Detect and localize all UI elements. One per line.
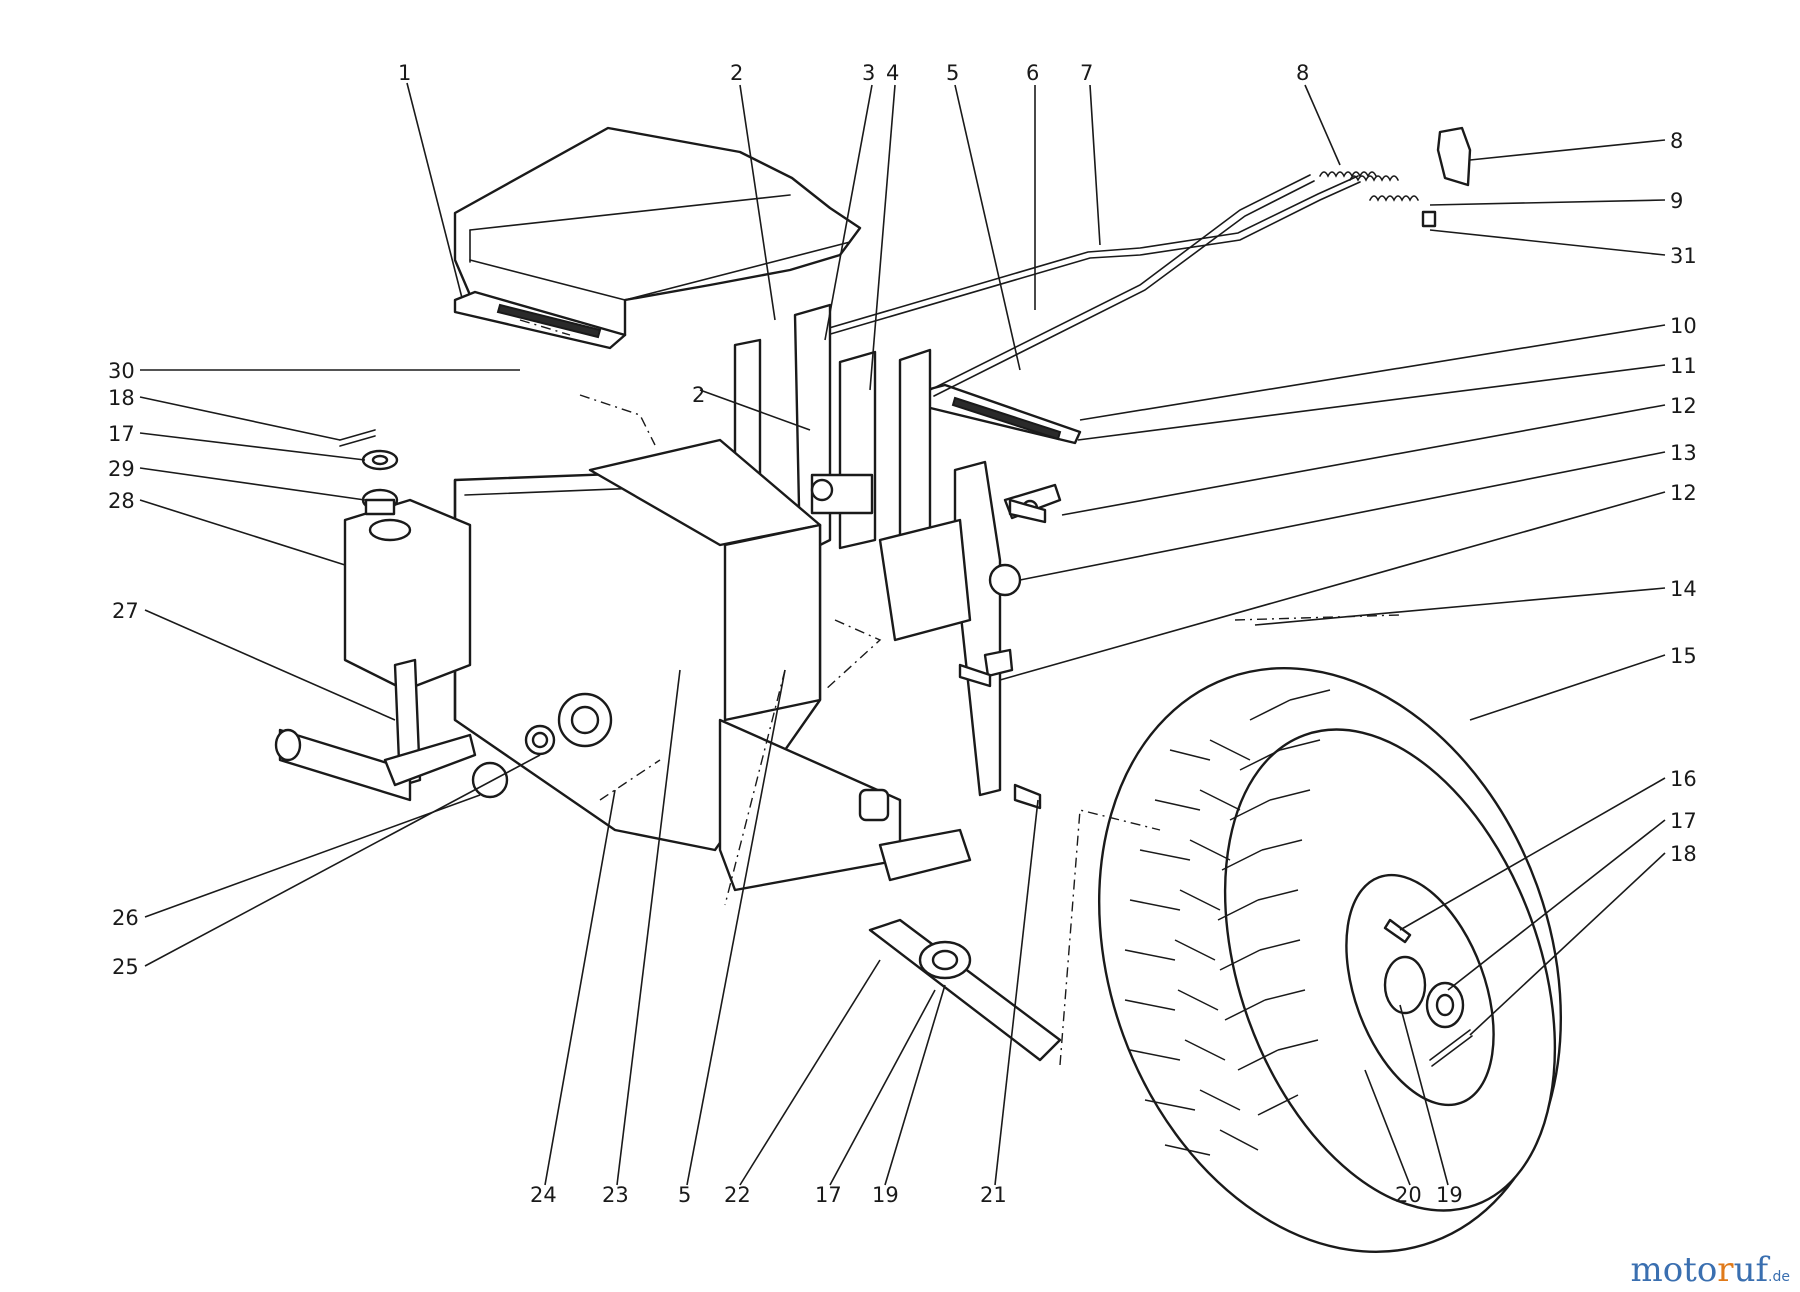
callout-1: 1 [398,61,411,85]
callout-15: 15 [1670,644,1697,668]
watermark-part-3: uf [1733,1250,1769,1290]
callout-10: 10 [1670,314,1697,338]
callout-30: 30 [108,359,135,383]
callout-26: 26 [112,906,139,930]
callout-9: 9 [1670,189,1683,213]
bearings [471,692,613,799]
rear-axle-tube [718,718,972,892]
watermark-logo: motoruf.de [1630,1250,1790,1290]
right-footrest [913,383,1082,445]
callout-22: 22 [724,1183,751,1207]
callout-17b: 17 [108,422,135,446]
callout-7: 7 [1080,61,1093,85]
left-hardware [339,429,399,516]
callout-25: 25 [112,955,139,979]
callout-8b: 8 [1670,129,1683,153]
drawing [274,126,1562,1253]
spindle [274,658,477,802]
callout-19b: 19 [1436,1183,1463,1207]
control-rods [809,174,1361,397]
callout-3: 3 [862,61,875,85]
centerlines [519,319,1401,1066]
left-footrest [453,290,627,350]
callout-5b: 5 [678,1183,691,1207]
callout-28: 28 [108,489,135,513]
callout-31: 31 [1670,244,1697,268]
callout-17a: 17 [1670,809,1697,833]
callout-19a: 19 [872,1183,899,1207]
callout-5a: 5 [946,61,959,85]
callout-12b: 12 [1670,481,1697,505]
pivot-bracket [878,460,1062,797]
callout-6: 6 [1026,61,1039,85]
callout-17c: 17 [815,1183,842,1207]
callout-29: 29 [108,457,135,481]
wheel [1098,667,1562,1253]
leader-lines [139,82,1666,1186]
callout-8a: 8 [1296,61,1309,85]
callout-23: 23 [602,1183,629,1207]
callout-20: 20 [1395,1183,1422,1207]
axle-support [343,498,472,692]
callout-18b: 18 [108,386,135,410]
bolts [958,498,1047,810]
axle-shaft [868,918,1062,1062]
callout-labels: 1 2 2 3 4 5 5 6 7 8 8 9 31 10 11 12 12 1… [108,61,1697,1207]
callout-21: 21 [980,1183,1007,1207]
wheel-hardware [1383,918,1473,1067]
callout-18a: 18 [1670,842,1697,866]
callout-13: 13 [1670,441,1697,465]
callout-12a: 12 [1670,394,1697,418]
callout-14: 14 [1670,577,1697,601]
callout-2a: 2 [730,61,743,85]
callout-24: 24 [530,1183,557,1207]
callout-2b: 2 [692,383,705,407]
callout-4: 4 [886,61,899,85]
watermark-part-2: r [1717,1250,1734,1290]
watermark-part-1: moto [1630,1250,1718,1290]
springs [1319,126,1472,228]
callout-16: 16 [1670,767,1697,791]
callout-11: 11 [1670,354,1697,378]
watermark-part-4: .de [1768,1269,1790,1285]
callout-27: 27 [112,599,139,623]
tread-pattern [1124,689,1331,1156]
